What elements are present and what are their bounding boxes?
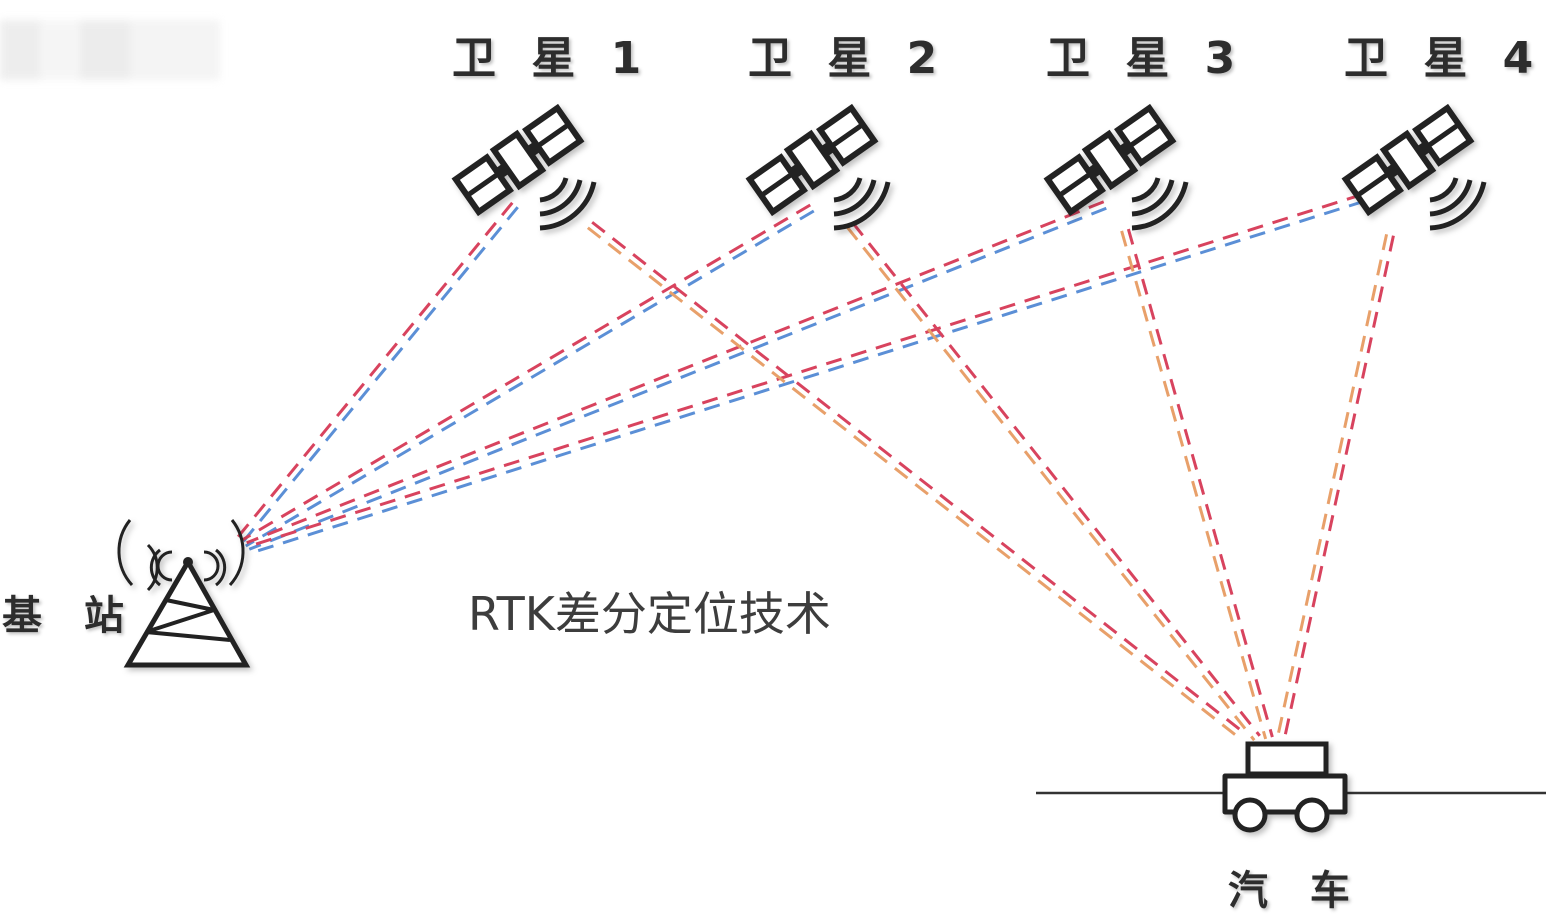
car-link-2-b — [846, 226, 1256, 742]
blurred-watermark — [0, 20, 220, 80]
satellite-2-icon — [749, 106, 888, 228]
car-link-1-b — [586, 226, 1244, 742]
satellite-1-icon — [455, 106, 594, 228]
base-link-4-b — [250, 185, 1388, 548]
car-link-3-a — [1126, 228, 1274, 738]
satellite-3-label: 卫 星 3 — [1046, 33, 1246, 84]
base-station-label: 基 站 — [2, 593, 138, 639]
car-link-3-b — [1120, 230, 1268, 740]
base-link-2-a — [245, 209, 815, 548]
car-icon — [1222, 741, 1348, 833]
radio-tower-icon — [117, 519, 251, 668]
satellite-2-label: 卫 星 2 — [748, 33, 948, 84]
base-link-4-a — [252, 191, 1390, 554]
diagram-caption: RTK差分定位技术 — [468, 587, 831, 641]
base-link-3-b — [246, 200, 1105, 545]
satellite-4-label: 卫 星 4 — [1344, 33, 1544, 84]
vehicle-label: 汽 车 — [1228, 868, 1364, 914]
base-link-3-a — [248, 206, 1107, 551]
car-link-1-a — [591, 221, 1249, 737]
car-link-4-a — [1282, 235, 1395, 740]
satellite-3-icon — [1047, 106, 1186, 228]
satellite-1-label: 卫 星 1 — [452, 33, 652, 84]
base-link-2-b — [241, 203, 811, 542]
base-link-1-b — [236, 201, 514, 539]
car-link-4-b — [1276, 233, 1389, 738]
base-link-1-a — [241, 206, 519, 544]
satellite-4-icon — [1345, 106, 1484, 228]
car-link-2-a — [851, 221, 1261, 737]
